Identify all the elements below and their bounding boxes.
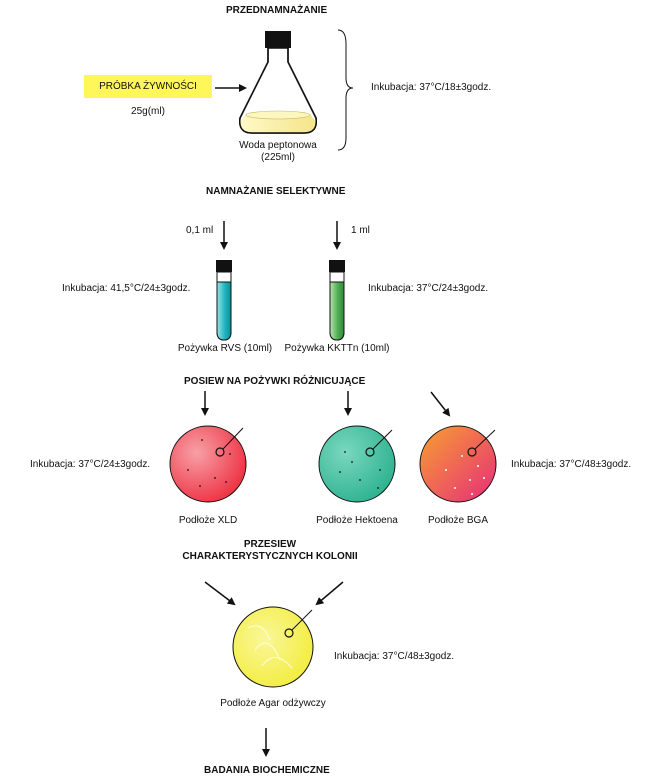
- flask-medium-line1: Woda peptonowa: [239, 140, 317, 151]
- stage-selective-enrichment: NAMNAŻANIE SELEKTYWNE: [206, 186, 346, 197]
- tube-rvs-volume: 0,1 ml: [186, 225, 214, 236]
- plate-hektoen-name: Podłoże Hektoena: [316, 515, 398, 526]
- sample-label-text: PRÓBKA ŻYWNOŚCI: [99, 81, 197, 92]
- brace-icon: [337, 29, 354, 151]
- stage-subculture-line1: PRZESIEW: [243, 539, 297, 550]
- plate-bga-name: Podłoże BGA: [427, 515, 489, 526]
- flask-medium-line2: (225ml): [261, 152, 295, 163]
- plate-xld-icon: [169, 425, 247, 503]
- plate-incubation-left: Inkubacja: 37°C/24±3godz.: [30, 459, 151, 470]
- plate-bga-icon: [419, 425, 497, 503]
- stage-differential-plating: POSIEW NA POŻYWKI RÓŻNICUJĄCE: [184, 376, 366, 387]
- agar-incubation: Inkubacja: 37°C/48±3godz.: [334, 651, 455, 662]
- plate-agar-icon: [232, 606, 314, 688]
- tube-kkttn-volume: 1 ml: [351, 225, 370, 236]
- sample-label: PRÓBKA ŻYWNOŚCI: [84, 75, 212, 98]
- flask-incubation: Inkubacja: 37°C/18±3godz.: [371, 82, 492, 93]
- agar-name: Podłoże Agar odżywczy: [220, 698, 326, 709]
- stage-preenrichment: PRZEDNAMNAŻANIE: [226, 5, 328, 16]
- arrow-to-agar-left: [204, 581, 236, 606]
- sample-amount: 25g(ml): [131, 106, 165, 117]
- tube-rvs-incubation: Inkubacja: 41,5°C/24±3godz.: [62, 283, 191, 294]
- stage-biochemical: BADANIA BIOCHEMICZNE: [204, 765, 330, 776]
- arrow-to-agar-right: [315, 581, 344, 606]
- plate-xld-name: Podłoże XLD: [178, 515, 238, 526]
- tube-kkttn-incubation: Inkubacja: 37°C/24±3godz.: [368, 283, 489, 294]
- plate-incubation-right: Inkubacja: 37°C/48±3godz.: [511, 459, 632, 470]
- tube-rvs-medium: Pożywka RVS (10ml): [177, 343, 273, 354]
- tube-kkttn-icon: [329, 260, 345, 341]
- plate-hektoen-icon: [318, 425, 396, 503]
- flask-icon: [239, 31, 317, 134]
- arrow-to-bga: [430, 391, 451, 417]
- stage-subculture-line2: CHARAKTERYSTYCZNYCH KOLONII: [182, 551, 358, 562]
- tube-rvs-icon: [216, 260, 232, 341]
- tube-kkttn-medium: Pożywka KKTTn (10ml): [284, 343, 390, 354]
